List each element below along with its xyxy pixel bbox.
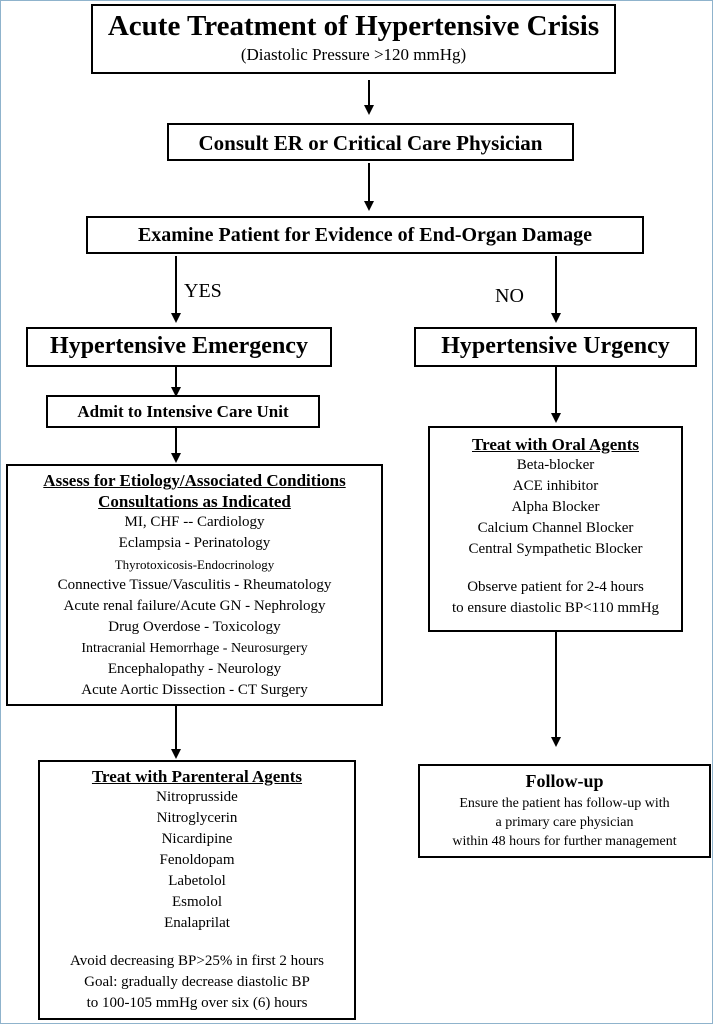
parenteral-bp-note: Avoid decreasing BP>25% in first 2 hours (70, 953, 324, 969)
parenteral-agent-item: Esmolol (171, 894, 222, 910)
consultations-heading: Consultations as Indicated (98, 492, 291, 511)
parenteral-agent-item: Nitroglycerin (156, 810, 238, 826)
followup-line: Ensure the patient has follow-up with (459, 796, 670, 811)
consult-item: Thyrotoxicosis-Endocrinology (114, 557, 275, 572)
admit-label: Admit to Intensive Care Unit (77, 402, 289, 421)
oral-agent-item: Beta-blocker (516, 457, 595, 473)
consult-item: Encephalopathy - Neurology (107, 661, 282, 677)
page-title: Acute Treatment of Hypertensive Crisis (107, 10, 600, 42)
page-subtitle: (Diastolic Pressure >120 mmHg) (240, 45, 467, 64)
consult-item: Drug Overdose - Toxicology (108, 619, 281, 635)
parenteral-agents-heading: Treat with Parenteral Agents (91, 767, 303, 786)
oral-agent-item: Central Sympathetic Blocker (468, 541, 643, 557)
followup-line: within 48 hours for further management (452, 834, 677, 849)
parenteral-agent-item: Nicardipine (161, 831, 233, 847)
consult-item: Acute Aortic Dissection - CT Surgery (81, 682, 308, 698)
assess-heading: Assess for Etiology/Associated Condition… (43, 471, 346, 490)
followup-box: Follow-up Ensure the patient has follow-… (418, 764, 711, 858)
oral-agent-item: Calcium Channel Blocker (477, 520, 634, 536)
oral-target-note: to ensure diastolic BP<110 mmHg (451, 600, 660, 616)
followup-heading: Follow-up (525, 771, 604, 791)
consult-box: Consult ER or Critical Care Physician (167, 123, 574, 161)
oral-agents-box: Treat with Oral Agents Beta-blocker ACE … (428, 426, 683, 632)
examine-box: Examine Patient for Evidence of End-Orga… (86, 216, 644, 254)
branch-no-label: NO (495, 285, 524, 307)
consult-item: MI, CHF -- Cardiology (124, 514, 265, 530)
examine-label: Examine Patient for Evidence of End-Orga… (137, 224, 593, 246)
urgency-label: Hypertensive Urgency (441, 333, 670, 359)
oral-agent-item: Alpha Blocker (511, 499, 600, 515)
title-box: Acute Treatment of Hypertensive Crisis (… (91, 4, 616, 74)
parenteral-agents-box: Treat with Parenteral Agents Nitroprussi… (38, 760, 356, 1020)
consult-item: Intracranial Hemorrhage - Neurosurgery (81, 641, 308, 656)
consult-item: Eclampsia - Perinatology (118, 535, 271, 551)
urgency-box: Hypertensive Urgency (414, 327, 697, 367)
parenteral-target-note: to 100-105 mmHg over six (6) hours (86, 995, 308, 1011)
parenteral-goal-note: Goal: gradually decrease diastolic BP (84, 974, 310, 990)
parenteral-agent-item: Nitroprusside (156, 789, 238, 805)
assess-box: Assess for Etiology/Associated Condition… (6, 464, 383, 706)
oral-observe-note: Observe patient for 2-4 hours (467, 579, 644, 595)
followup-line: a primary care physician (495, 815, 634, 830)
consult-item: Acute renal failure/Acute GN - Nephrolog… (63, 598, 326, 614)
branch-yes-label: YES (184, 280, 222, 302)
oral-agents-heading: Treat with Oral Agents (472, 435, 639, 454)
oral-agent-item: ACE inhibitor (512, 478, 599, 494)
emergency-box: Hypertensive Emergency (26, 327, 332, 367)
emergency-label: Hypertensive Emergency (50, 333, 308, 359)
consult-label: Consult ER or Critical Care Physician (198, 131, 543, 155)
admit-box: Admit to Intensive Care Unit (46, 395, 320, 428)
parenteral-agent-item: Enalaprilat (164, 915, 230, 931)
consult-item: Connective Tissue/Vasculitis - Rheumatol… (57, 577, 332, 593)
parenteral-agent-item: Fenoldopam (159, 852, 235, 868)
parenteral-agent-item: Labetolol (168, 873, 226, 889)
